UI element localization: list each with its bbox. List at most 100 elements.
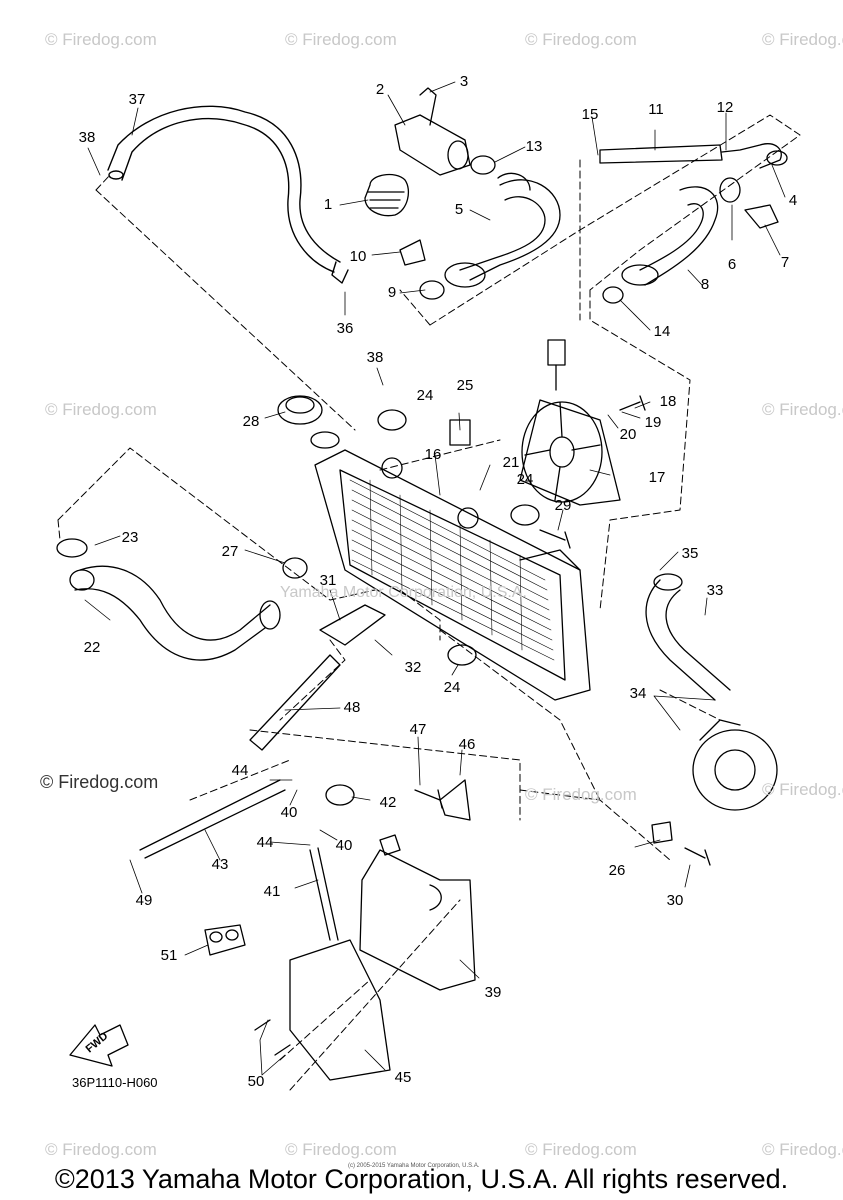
damper-24c xyxy=(447,644,477,666)
callout-9: 9 xyxy=(387,284,397,301)
brand-watermark: © Firedog.com xyxy=(40,772,159,792)
callout-40-lower: 40 xyxy=(335,837,353,854)
hose-22 xyxy=(69,565,281,661)
watermark: © Firedog.com xyxy=(762,780,843,799)
hose-41 xyxy=(309,847,339,941)
clamp-23 xyxy=(56,538,88,558)
collar-25 xyxy=(449,419,471,446)
watermark: © Firedog.com xyxy=(762,1140,843,1159)
damper-24b xyxy=(510,504,540,526)
callout-23: 23 xyxy=(121,529,139,546)
callout-45: 45 xyxy=(394,1069,412,1086)
callout-10: 10 xyxy=(349,248,367,265)
hose-8 xyxy=(602,177,741,304)
callout-15: 15 xyxy=(581,106,599,123)
callout-44-upper: 44 xyxy=(231,762,249,779)
watermark: © Firedog.com xyxy=(762,400,843,419)
pipe-11 xyxy=(599,143,788,169)
callout-33: 33 xyxy=(706,582,724,599)
valve-42 xyxy=(325,784,355,806)
hose-43 xyxy=(139,779,286,859)
callout-24-upper: 24 xyxy=(416,387,434,404)
watermark: © Firedog.com xyxy=(525,785,637,804)
callout-46: 46 xyxy=(458,736,476,753)
hose-33 xyxy=(645,573,731,701)
thermostat-assembly xyxy=(364,87,471,217)
reservoir-tank xyxy=(359,834,476,991)
watermark: © Firedog.com xyxy=(45,30,157,49)
callout-26: 26 xyxy=(608,862,626,879)
callout-24-lower: 24 xyxy=(443,679,461,696)
damper-24a xyxy=(377,409,407,431)
guide-48 xyxy=(249,654,341,751)
fwd-arrow-icon xyxy=(69,1024,129,1067)
clamp-13 xyxy=(470,155,496,175)
callout-31: 31 xyxy=(319,572,337,589)
callout-12: 12 xyxy=(716,99,734,116)
watermark: © Firedog.com xyxy=(45,1140,157,1159)
callout-16: 16 xyxy=(424,446,442,463)
callout-3: 3 xyxy=(459,73,469,90)
callout-11: 11 xyxy=(648,101,664,118)
bolt-18 xyxy=(619,395,646,411)
callout-18: 18 xyxy=(659,393,677,410)
callout-8: 8 xyxy=(700,276,710,293)
clamp-9 xyxy=(419,280,445,300)
callout-7: 7 xyxy=(780,254,790,271)
radiator xyxy=(314,449,591,701)
callout-5: 5 xyxy=(454,201,464,218)
callout-2: 2 xyxy=(375,81,385,98)
clamp-10 xyxy=(399,239,426,266)
water-pump-cover xyxy=(692,719,778,811)
callout-25: 25 xyxy=(456,377,474,394)
clamp-27 xyxy=(282,557,308,579)
center-watermark: Yamaha Motor Corporation, U.S.A. xyxy=(280,584,527,601)
callout-42: 42 xyxy=(379,794,397,811)
bolt-29 xyxy=(539,529,571,549)
leader-lines xyxy=(84,81,786,1076)
bolt-50b xyxy=(274,1044,291,1056)
collar-26 xyxy=(651,821,673,844)
bolt-30 xyxy=(684,847,711,866)
callout-51: 51 xyxy=(160,947,178,964)
callout-27: 27 xyxy=(221,543,239,560)
callout-32: 32 xyxy=(404,659,422,676)
watermark: © Firedog.com xyxy=(285,30,397,49)
callout-34: 34 xyxy=(629,685,647,702)
callout-47: 47 xyxy=(409,721,427,738)
callout-21: 21 xyxy=(502,454,520,471)
callout-38-lower: 38 xyxy=(366,349,384,366)
watermark: © Firedog.com xyxy=(525,30,637,49)
bracket-46 xyxy=(439,779,471,821)
dashed-reference-lines xyxy=(57,114,801,1091)
callout-4: 4 xyxy=(788,192,798,209)
callout-44-lower: 44 xyxy=(256,834,274,851)
watermark: © Firedog.com xyxy=(762,30,843,49)
clip-51 xyxy=(204,924,246,956)
callout-29: 29 xyxy=(554,497,572,514)
callout-50: 50 xyxy=(247,1073,265,1090)
callout-6: 6 xyxy=(727,256,737,273)
bracket-31 xyxy=(319,604,386,646)
footer-copyright: ©2013 Yamaha Motor Corporation, U.S.A. A… xyxy=(54,1164,789,1194)
diagram-code: 36P1110-H060 xyxy=(72,1075,158,1090)
callout-19: 19 xyxy=(644,414,662,431)
callout-40-upper: 40 xyxy=(280,804,298,821)
callout-24-middle: 24 xyxy=(516,471,534,488)
callout-28: 28 xyxy=(242,413,260,430)
watermark: © Firedog.com xyxy=(285,1140,397,1159)
callout-20: 20 xyxy=(619,426,637,443)
cover-45 xyxy=(289,939,391,1081)
clamp-7 xyxy=(744,204,779,229)
small-copyright: (c) 2005-2015 Yamaha Motor Corporation, … xyxy=(348,1163,480,1169)
callout-30: 30 xyxy=(666,892,684,909)
callout-37: 37 xyxy=(128,91,146,108)
hose-37 xyxy=(107,105,349,284)
callout-14: 14 xyxy=(653,323,671,340)
callout-17: 17 xyxy=(648,469,666,486)
bolt-47 xyxy=(414,789,443,809)
callout-38-upper: 38 xyxy=(78,129,96,146)
watermark: © Firedog.com xyxy=(45,400,157,419)
callout-43: 43 xyxy=(211,856,229,873)
